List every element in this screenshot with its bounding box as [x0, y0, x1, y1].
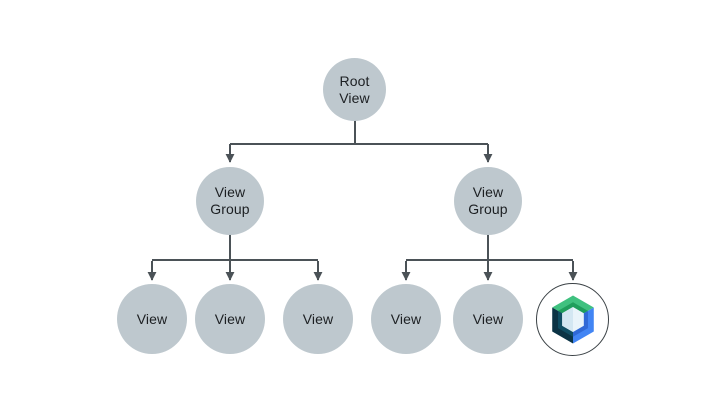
node-root-view: Root View	[323, 58, 386, 121]
node-view-4: View	[371, 284, 441, 354]
node-view-2: View	[195, 284, 265, 354]
compose-icon-top-bevel	[557, 302, 588, 314]
compose-icon-right-bevel	[572, 310, 588, 337]
node-view-group-left: View Group	[196, 167, 264, 235]
node-view-group-left-label: View Group	[210, 184, 250, 217]
node-root-view-label: Root View	[339, 72, 370, 106]
node-view-3: View	[283, 284, 353, 354]
compose-icon-left-bevel	[557, 310, 573, 337]
node-view-group-right-label: View Group	[468, 184, 508, 217]
node-view-2-label: View	[214, 310, 246, 327]
node-view-group-right: View Group	[454, 167, 522, 235]
node-view-5-label: View	[472, 310, 504, 327]
node-view-1: View	[117, 284, 187, 354]
compose-icon-center-facet	[561, 307, 573, 332]
node-view-5: View	[453, 284, 523, 354]
jetpack-compose-icon	[551, 295, 594, 344]
node-view-1-label: View	[136, 310, 168, 327]
node-view-3-label: View	[302, 310, 334, 327]
node-compose-leaf	[536, 283, 609, 356]
node-view-4-label: View	[390, 310, 422, 327]
